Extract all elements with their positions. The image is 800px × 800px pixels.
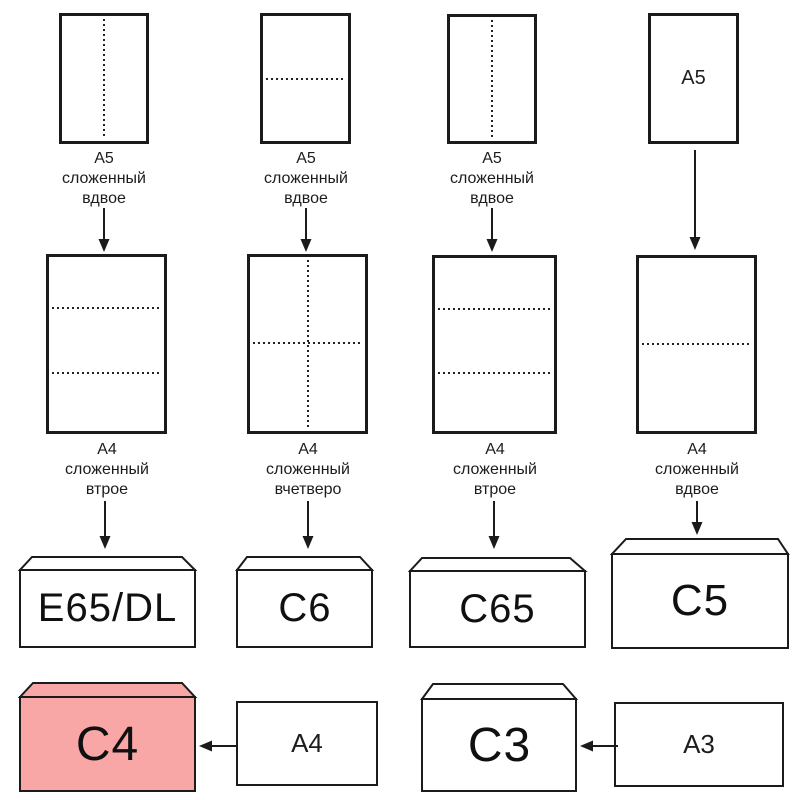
caption-line: втрое — [85, 481, 129, 498]
envelope-e65dl-label: E65/DL — [37, 586, 178, 630]
caption-line: А5 — [482, 150, 502, 167]
fold-line-vertical-icon — [103, 19, 105, 138]
envelope-c4-label: C4 — [75, 717, 140, 771]
caption-line: сложенный — [453, 461, 537, 478]
caption-a4-col3: А4 сложенный втрое — [410, 440, 580, 500]
caption-line: втрое — [473, 481, 517, 498]
caption-a5-col2: А5 сложенный вдвое — [221, 149, 391, 209]
paper-a4-fold-thirds-2 — [432, 255, 557, 434]
arrow-down-icon — [486, 208, 498, 252]
envelope-c65-label: C65 — [459, 586, 536, 631]
arrow-down-icon — [302, 501, 314, 549]
paper-a4-fold-quarters — [247, 254, 368, 434]
arrow-down-icon — [300, 208, 312, 252]
arrow-down-icon — [691, 501, 703, 535]
paper-a3-label: A3 — [683, 729, 715, 759]
envelope-c3-label: C3 — [467, 718, 532, 772]
fold-line-vertical-icon — [491, 20, 493, 138]
fold-line-horizontal-icon — [52, 371, 161, 374]
caption-a5-col1: А5 сложенный вдвое — [19, 149, 189, 209]
fold-line-horizontal-icon — [642, 342, 751, 345]
arrow-left-icon — [199, 740, 237, 752]
envelope-c6 — [234, 556, 375, 648]
paper-a5-fold-vertical-1 — [59, 13, 149, 144]
paper-a5-plain: A5 — [648, 13, 739, 144]
fold-line-horizontal-icon — [253, 342, 362, 345]
arrow-down-icon — [99, 501, 111, 549]
caption-a4-col2: А4 сложенный вчетверо — [223, 440, 393, 500]
envelope-c65 — [407, 557, 588, 648]
paper-a4-fold-half — [636, 255, 757, 434]
arrow-down-icon — [689, 150, 701, 250]
caption-line: сложенный — [450, 170, 534, 187]
caption-line: вдвое — [470, 190, 514, 207]
caption-line: вдвое — [675, 481, 719, 498]
paper-a5-fold-horizontal — [260, 13, 351, 144]
caption-line: сложенный — [266, 461, 350, 478]
envelope-c5-label: C5 — [670, 576, 730, 625]
caption-line: сложенный — [264, 170, 348, 187]
arrow-left-icon — [580, 740, 618, 752]
caption-line: вчетверо — [274, 481, 342, 498]
envelope-c5 — [609, 538, 790, 649]
caption-line: А5 — [94, 150, 114, 167]
caption-line: А4 — [97, 441, 117, 458]
paper-a5-label: A5 — [681, 67, 706, 89]
caption-line: сложенный — [62, 170, 146, 187]
envelope-e65dl — [17, 556, 198, 648]
caption-line: А4 — [687, 441, 707, 458]
caption-line: А5 — [296, 150, 316, 167]
fold-line-horizontal-icon — [266, 77, 345, 80]
fold-line-horizontal-icon — [438, 372, 551, 375]
fold-line-horizontal-icon — [52, 307, 161, 310]
paper-a4-label: A4 — [291, 728, 323, 758]
caption-a4-col1: А4 сложенный втрое — [22, 440, 192, 500]
caption-line: А4 — [485, 441, 505, 458]
caption-a5-col3: А5 сложенный вдвое — [407, 149, 577, 209]
caption-line: вдвое — [82, 190, 126, 207]
fold-line-horizontal-icon — [438, 308, 551, 311]
caption-a4-col4: А4 сложенный вдвое — [612, 440, 782, 500]
envelope-c4-highlighted — [17, 682, 198, 792]
arrow-down-icon — [488, 501, 500, 549]
paper-a5-fold-vertical-2 — [447, 14, 537, 144]
caption-line: А4 — [298, 441, 318, 458]
caption-line: сложенный — [655, 461, 739, 478]
paper-a4-plain: A4 — [236, 701, 378, 786]
paper-a4-fold-thirds-1 — [46, 254, 167, 434]
caption-line: вдвое — [284, 190, 328, 207]
paper-a3-plain: A3 — [614, 702, 784, 787]
caption-line: сложенный — [65, 461, 149, 478]
envelope-c6-label: C6 — [278, 586, 332, 630]
arrow-down-icon — [98, 208, 110, 252]
envelope-c3 — [420, 683, 579, 792]
